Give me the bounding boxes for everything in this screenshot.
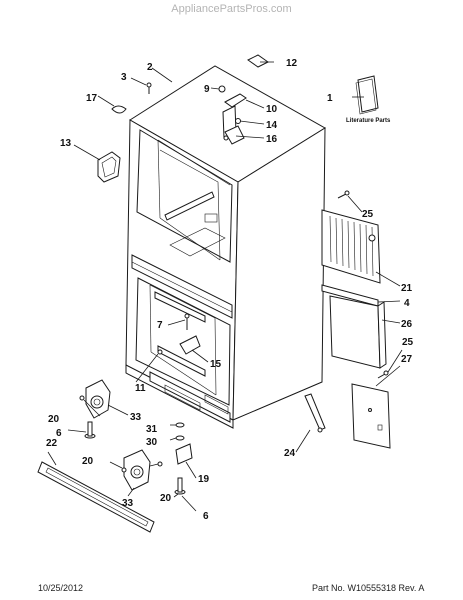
callout-25-lower: 25 (402, 337, 414, 348)
screw-part-25-upper (337, 190, 350, 199)
callout-14: 14 (266, 120, 278, 131)
bracket-part-19 (175, 443, 193, 465)
site-watermark: AppliancePartsPros.com (171, 3, 292, 15)
screw-part-25-lower (377, 370, 389, 379)
bracket-part-15 (157, 335, 201, 355)
callout-7: 7 (157, 320, 163, 331)
literature-parts-booklet: Literature Parts (346, 75, 391, 124)
leveling-leg-left (84, 421, 96, 439)
rod-part-24 (304, 393, 326, 433)
callout-6-left: 6 (56, 428, 62, 439)
leveling-leg-right (174, 477, 186, 495)
toe-grille-part (37, 461, 155, 533)
callout-21: 21 (401, 283, 413, 294)
washers-part (175, 422, 185, 441)
callout-13: 13 (60, 138, 72, 149)
wire-clip-part (111, 105, 127, 114)
callout-19: 19 (198, 474, 210, 485)
callout-33-upper: 33 (130, 412, 142, 423)
callout-11: 11 (135, 383, 146, 394)
roller-assembly-lower (121, 449, 163, 491)
callout-20-left: 20 (48, 414, 60, 425)
leader-lines (47, 61, 403, 512)
rear-panel-part (329, 295, 387, 369)
top-hinge-assembly (218, 85, 247, 145)
callout-16: 16 (266, 134, 278, 145)
screw-part-7 (184, 313, 190, 330)
callout-33-lower: 33 (122, 498, 134, 509)
control-housing-part (97, 151, 121, 183)
rear-access-cover-part (321, 209, 381, 284)
callout-10: 10 (266, 104, 278, 115)
callout-9: 9 (204, 84, 210, 95)
callout-22: 22 (46, 438, 58, 449)
callout-15: 15 (210, 359, 222, 370)
refrigerator-cabinet (125, 65, 326, 429)
callout-1: 1 (327, 93, 333, 104)
label-plate-part (247, 54, 269, 68)
footer-date: 10/25/2012 (38, 583, 84, 593)
callout-17: 17 (86, 93, 98, 104)
callout-20-middle: 20 (82, 456, 94, 467)
callout-4: 4 (404, 298, 410, 309)
callout-31: 31 (146, 424, 158, 435)
footer-part-number: Part No. W10555318 Rev. A (312, 583, 425, 593)
literature-parts-label: Literature Parts (346, 118, 391, 124)
callout-26: 26 (401, 319, 413, 330)
screw-part-3 (146, 82, 152, 94)
callout-6-right: 6 (203, 511, 209, 522)
callout-30: 30 (146, 437, 158, 448)
small-panel-part (351, 383, 391, 449)
callout-numbers: 2 3 12 9 1 17 10 14 16 13 25 21 4 26 25 … (46, 58, 414, 522)
roller-assembly-upper (79, 379, 111, 419)
callout-12: 12 (286, 58, 298, 69)
callout-20-right: 20 (160, 493, 172, 504)
callout-25-upper: 25 (362, 209, 374, 220)
callout-3: 3 (121, 72, 127, 83)
callout-2: 2 (147, 62, 153, 73)
callout-24: 24 (284, 448, 296, 459)
callout-27: 27 (401, 354, 413, 365)
